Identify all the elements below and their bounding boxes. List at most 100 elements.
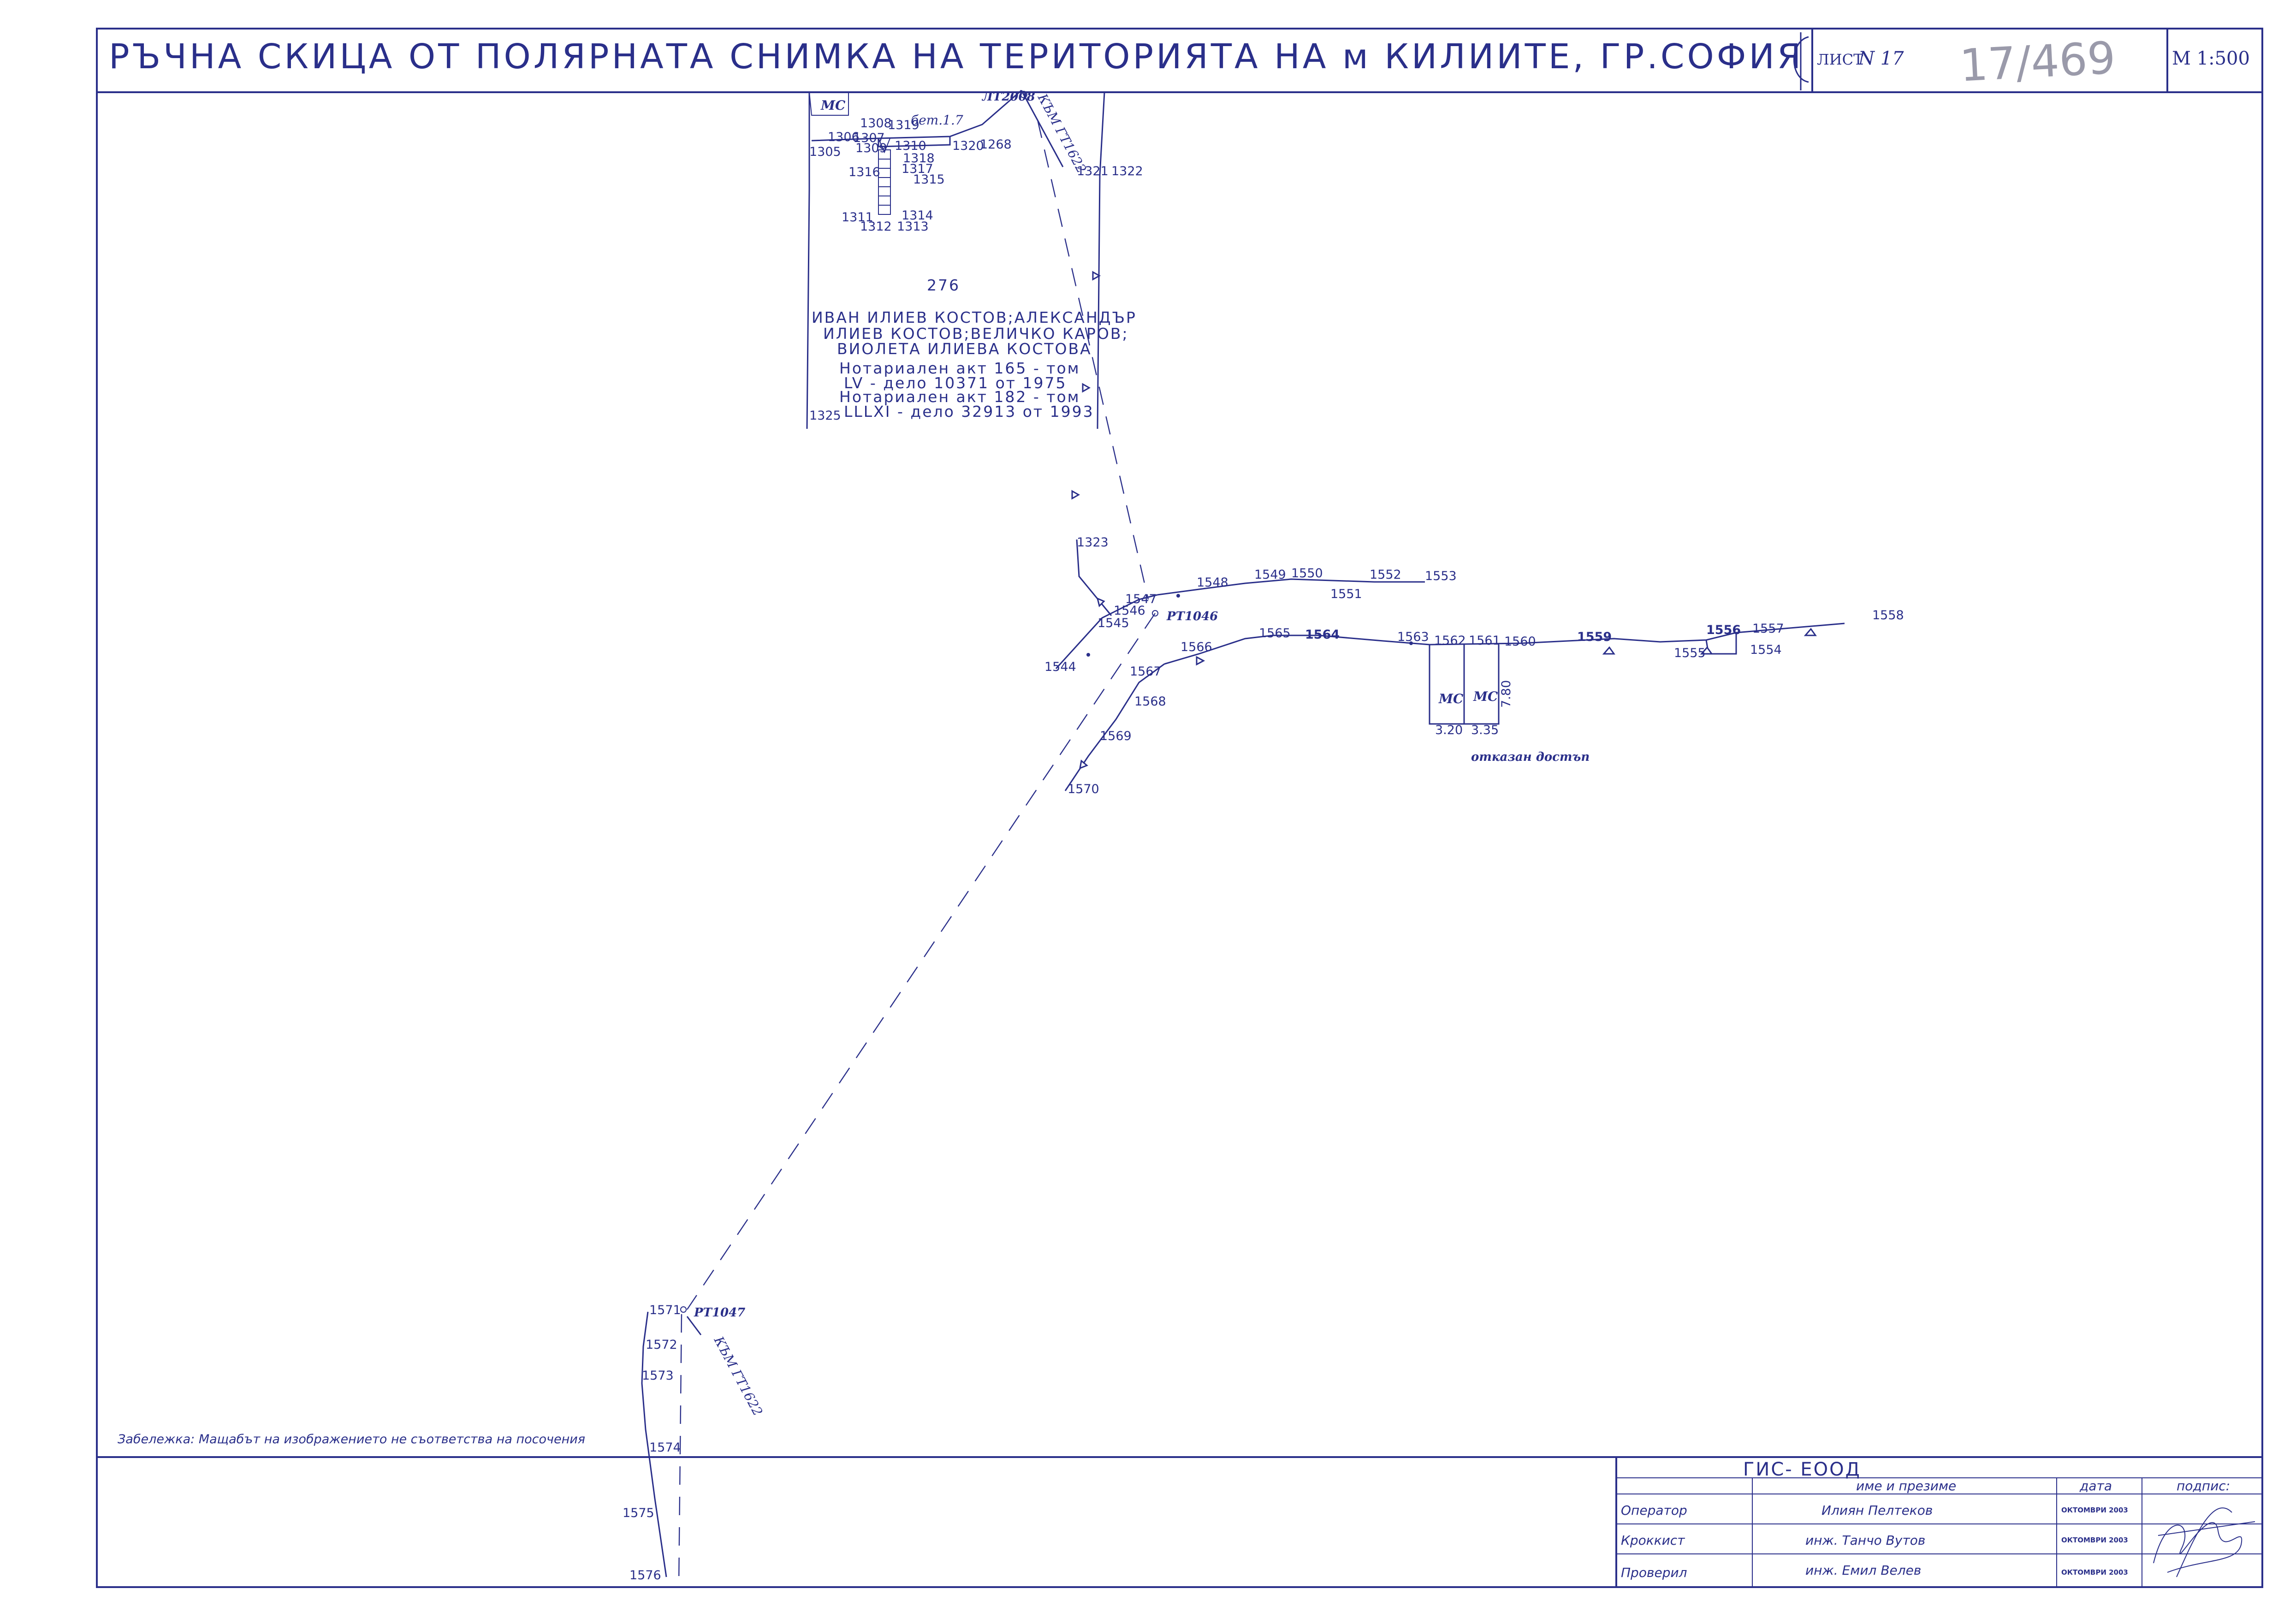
point-1566: 1566 [1181,640,1212,654]
row-date-operator: ОКТОМВРИ 2003 [2061,1506,2128,1514]
sheet-number: N 17 [1858,48,1904,69]
scale-note: Забележка: Мащабът на изображението не с… [118,1432,585,1446]
col-sign-header: подпис: [2177,1478,2230,1494]
point-1311: 1311 [842,210,873,225]
point-1558: 1558 [1872,608,1904,622]
point-1572: 1572 [646,1338,677,1352]
row-role-operator: Оператор [1621,1503,1687,1518]
point-1553: 1553 [1425,569,1457,583]
survey-station-marks [680,594,1413,1313]
label-mc-right: МС [1473,689,1498,704]
parcel-276-triangles [1071,271,1101,500]
point-1322: 1322 [1111,164,1143,178]
point-1309: 1309 [855,141,887,155]
point-1306: 1306 [828,130,860,144]
point-labels-middle: 1544 1545 1546 1547 1548 1549 1550 1551 … [1044,566,1904,796]
point-1557: 1557 [1752,622,1784,636]
point-1545: 1545 [1098,616,1129,630]
point-1575: 1575 [623,1506,654,1520]
point-1548: 1548 [1197,575,1228,590]
deed2-line2: LLLXI - дело 32913 от 1993 [844,403,1094,421]
label-mc-left: МС [1438,691,1464,706]
point-1556: 1556 [1706,623,1741,637]
point-1319: 1319 [888,118,920,132]
parcel-276-outline [806,89,1105,429]
point-1305: 1305 [809,145,841,159]
point-1316: 1316 [848,165,880,179]
label-mc-top: МС [820,98,846,113]
dim-780: 7.80 [1499,680,1513,708]
point-1310: 1310 [895,139,926,153]
dim-335: 3.35 [1471,723,1499,737]
point-1555: 1555 [1674,646,1706,660]
parcel-owners-line2: ИЛИЕВ КОСТОВ;ВЕЛИЧКО КАРОВ; [823,325,1129,343]
point-1552: 1552 [1370,568,1401,582]
point-1551: 1551 [1330,587,1362,601]
point-1312: 1312 [860,219,892,234]
point-1567: 1567 [1130,664,1162,679]
row-role-checker: Проверил [1621,1565,1687,1580]
point-1547: 1547 [1125,592,1157,606]
row-name-sketcher: инж. Танчо Вутов [1805,1533,1925,1548]
row-role-sketcher: Кроккист [1621,1533,1685,1548]
deed1-line2: LV - дело 10371 от 1975 [844,374,1067,392]
handwritten-number: 17/469 [1958,32,2117,92]
scale-label: М 1:500 [2172,48,2250,69]
label-refused-access: отказан достъп [1471,750,1590,764]
point-1315: 1315 [913,172,945,187]
point-1561: 1561 [1469,634,1501,648]
point-1568: 1568 [1134,694,1166,709]
dim-320: 3.20 [1435,723,1463,737]
label-rt1047: РТ1047 [694,1306,745,1320]
company-logo [1793,32,1809,90]
point-1307: 1307 [853,131,885,145]
point-1549: 1549 [1254,568,1286,582]
point-1544: 1544 [1044,660,1076,674]
row-date-sketcher: ОКТОМВРИ 2003 [2061,1536,2128,1544]
sight-line-bottom [678,1314,682,1587]
point-1325: 1325 [809,409,841,423]
point-1571: 1571 [649,1303,681,1317]
point-1564: 1564 [1305,628,1340,642]
label-kam-gt1622-bottom: КЪМ ГТ1622 [711,1334,765,1418]
sheet-prefix: ЛИСТ [1817,51,1863,68]
label-kam-gt1622-top: КЪМ ГТ1622 [1034,91,1089,176]
point-1560: 1560 [1504,634,1536,649]
row-date-checker: ОКТОМВРИ 2003 [2061,1568,2128,1577]
point-1559: 1559 [1577,630,1612,644]
point-1314: 1314 [902,208,933,223]
company-name: ГИС- ЕООД [1743,1459,1861,1480]
sight-line-lt2008 [1037,119,1149,600]
point-1323: 1323 [1077,535,1109,550]
refused-access-buildings [1429,645,1500,725]
point-1563: 1563 [1397,630,1429,644]
row-name-operator: Илиян Пелтеков [1821,1503,1933,1518]
sheet-title: РЪЧНА СКИЦА ОТ ПОЛЯРНАТА СНИМКА НА ТЕРИТ… [109,37,1804,77]
row-name-checker: инж. Емил Велев [1805,1563,1921,1578]
point-1320: 1320 [952,139,984,153]
signature-scribble [2153,1507,2255,1577]
point-1570: 1570 [1068,782,1099,796]
point-1576: 1576 [629,1568,661,1583]
sight-line-rt1046-rt1047 [687,613,1156,1310]
point-1308: 1308 [860,116,892,130]
col-date-header: дата [2079,1478,2112,1494]
label-bet: бет.1.7 [911,113,963,128]
deed1-line1: Нотариален акт 165 - том [839,359,1080,377]
road-triangles-middle [1079,597,1817,770]
road-lines-bottom [641,1311,702,1577]
point-1574: 1574 [649,1440,681,1455]
point-1317: 1317 [902,162,933,176]
title-block [1615,1456,2263,1588]
point-1565: 1565 [1259,626,1291,640]
point-labels-bottom: 1571 1572 1573 1574 1575 1576 [623,1303,681,1583]
label-lt2008: ЛТ2008 [981,90,1035,104]
point-1550: 1550 [1291,566,1323,581]
point-1569: 1569 [1100,729,1132,743]
point-1268: 1268 [980,137,1012,152]
parcel-number: 276 [927,276,960,294]
col-name-header: име и презиме [1856,1478,1956,1494]
point-1313: 1313 [897,219,929,234]
label-rt1046: РТ1046 [1166,610,1218,623]
